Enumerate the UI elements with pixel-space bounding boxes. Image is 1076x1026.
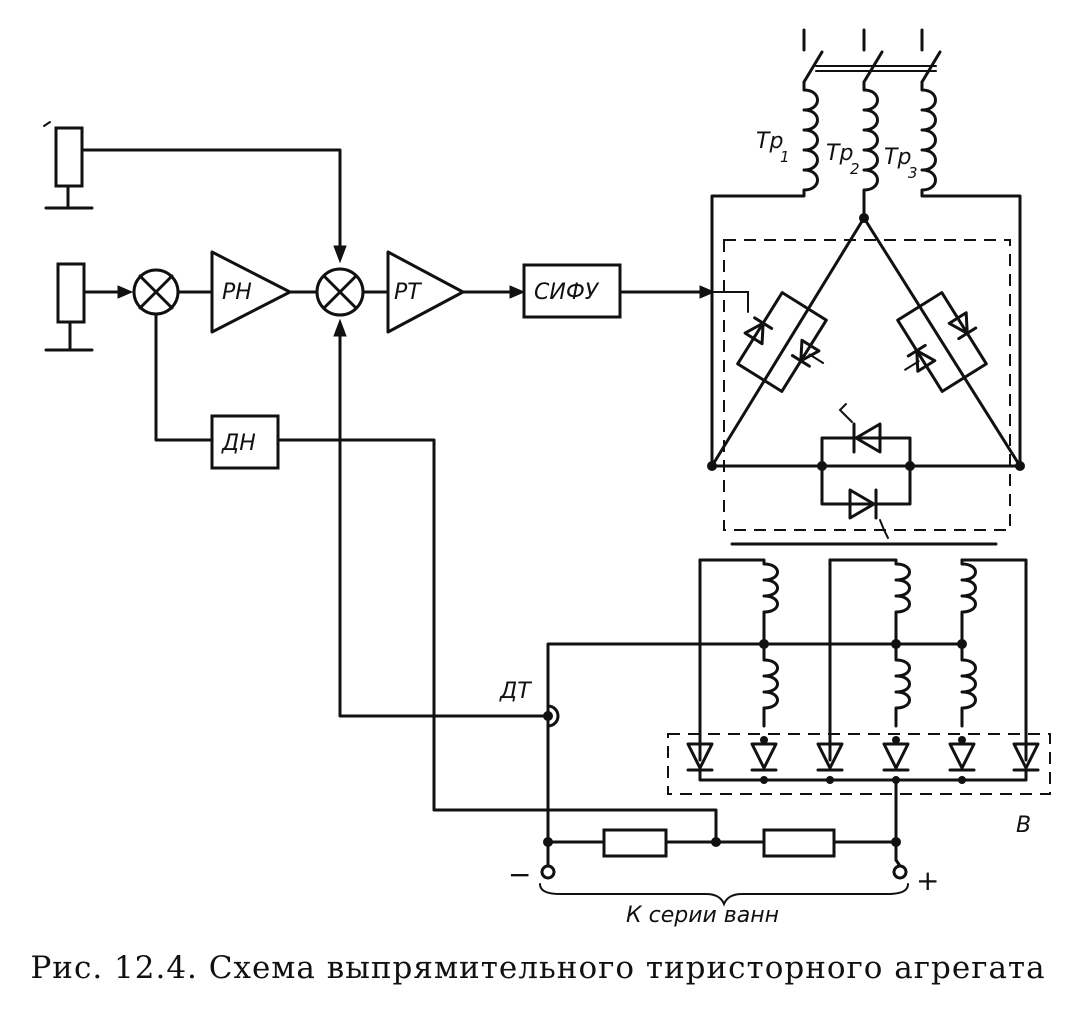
voltage-regulator-label: РН bbox=[222, 280, 252, 305]
setpoint-potentiometer-top bbox=[43, 121, 94, 210]
transformer-primary-windings bbox=[710, 80, 1022, 468]
phase-control-label: СИФУ bbox=[534, 280, 600, 305]
transformer-2-index: 2 bbox=[850, 160, 860, 178]
summing-junction-2 bbox=[315, 267, 365, 317]
thyristor-delta-bridge bbox=[707, 213, 1025, 539]
transformer-secondary-windings bbox=[546, 558, 1028, 848]
diode-rectifier-bank bbox=[667, 733, 1051, 795]
plus-terminal-label: + bbox=[916, 864, 939, 897]
transformer-3-label: Тр bbox=[884, 145, 911, 170]
control-unit-outline bbox=[723, 239, 1011, 531]
rectifier-schematic: РН РТ СИФУ ДН bbox=[43, 28, 1051, 928]
mains-switch bbox=[802, 28, 942, 84]
current-sensor: ДТ bbox=[499, 679, 560, 728]
transformer-1-label: Тр bbox=[756, 129, 783, 154]
voltage-regulator-amplifier: РН bbox=[210, 250, 292, 334]
rectifier-label: В bbox=[1016, 813, 1031, 838]
voltage-sensor: ДН bbox=[210, 414, 280, 470]
transformer-3-index: 3 bbox=[908, 164, 918, 182]
current-regulator-amplifier: РТ bbox=[386, 250, 465, 334]
load-label: К серии ванн bbox=[626, 903, 779, 928]
transformer-2-label: Тр bbox=[826, 141, 853, 166]
setpoint-potentiometer-bottom bbox=[44, 262, 94, 352]
summing-junction-1 bbox=[132, 268, 180, 316]
transformer-1-index: 1 bbox=[780, 148, 790, 166]
phase-control-unit: СИФУ bbox=[522, 263, 622, 319]
current-regulator-label: РТ bbox=[394, 280, 422, 305]
voltage-sensor-label: ДН bbox=[221, 431, 256, 456]
minus-terminal-label: − bbox=[508, 858, 531, 891]
current-sensor-label: ДТ bbox=[499, 679, 532, 704]
figure-caption: Рис. 12.4. Схема выпрямительного тиристо… bbox=[30, 950, 1046, 986]
output-circuit bbox=[539, 778, 909, 907]
